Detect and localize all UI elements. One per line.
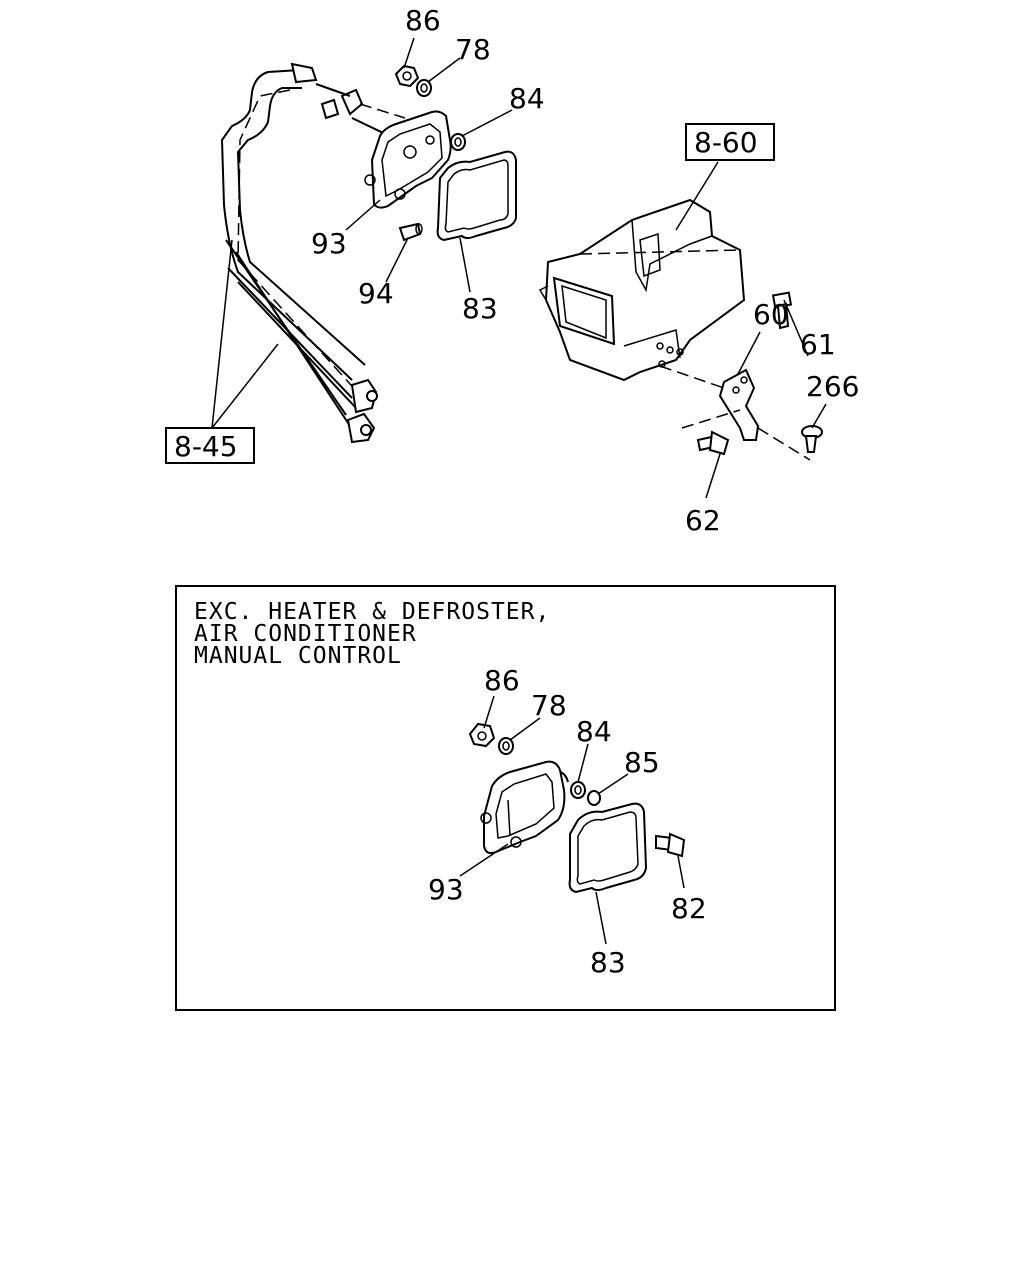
washer-84-upper — [450, 133, 466, 151]
bolt-62 — [696, 430, 730, 456]
cover-plate-upper — [364, 110, 452, 209]
heater-pipes — [220, 62, 406, 444]
callout-83-upper: 83 — [462, 292, 498, 325]
callout-61: 61 — [800, 328, 836, 361]
callout-94: 94 — [358, 277, 394, 310]
callout-78-upper: 78 — [455, 33, 491, 66]
inset-caption-line-1: EXC. HEATER & DEFROSTER, — [194, 599, 550, 625]
nut-86-upper — [394, 64, 420, 88]
callout-266: 266 — [806, 370, 859, 403]
callouts-upper: 86 78 84 93 94 83 60 61 266 62 — [311, 4, 859, 537]
nut-86-inset — [468, 722, 496, 748]
bolt-82-inset — [655, 832, 686, 858]
inset-caption-line-2: AIR CONDITIONER — [194, 621, 417, 647]
ref-8-60-label: 8-60 — [694, 126, 758, 159]
callout-82-inset: 82 — [671, 892, 707, 925]
screw-266 — [801, 425, 823, 453]
callout-84-upper: 84 — [509, 82, 545, 115]
callout-93-upper: 93 — [311, 227, 347, 260]
ref-box-8-60: 8-60 — [685, 123, 775, 161]
washer-84-inset — [570, 781, 586, 799]
bracket-60 — [659, 365, 811, 461]
callout-62: 62 — [685, 504, 721, 537]
inset-caption-line-3: MANUAL CONTROL — [194, 643, 402, 669]
callout-93-inset: 93 — [428, 873, 464, 906]
callout-86-upper: 86 — [405, 4, 441, 37]
oring-85-inset — [587, 790, 601, 806]
pin-94 — [398, 222, 423, 242]
callout-60: 60 — [753, 298, 789, 331]
washer-78-upper — [416, 79, 432, 97]
inset-caption: EXC. HEATER & DEFROSTER, AIR CONDITIONER… — [194, 599, 550, 669]
ref-8-45-label: 8-45 — [174, 430, 238, 463]
callout-78-inset: 78 — [531, 689, 567, 722]
washer-78-inset — [498, 737, 514, 755]
leader-lines-inset — [459, 695, 685, 945]
callout-86-inset: 86 — [484, 664, 520, 697]
gasket-83-upper — [436, 150, 517, 242]
leader-lines-upper — [211, 37, 827, 499]
cover-plate-inset — [480, 760, 569, 855]
gasket-83-inset — [568, 802, 648, 894]
bolt-61 — [771, 291, 793, 330]
heater-unit — [538, 198, 746, 382]
inset-frame — [175, 585, 836, 1011]
callouts-inset: 86 78 84 85 93 82 83 — [428, 664, 707, 979]
callout-84-inset: 84 — [576, 715, 612, 748]
callout-83-inset: 83 — [590, 946, 626, 979]
callout-85-inset: 85 — [624, 746, 660, 779]
ref-box-8-45: 8-45 — [165, 427, 255, 464]
